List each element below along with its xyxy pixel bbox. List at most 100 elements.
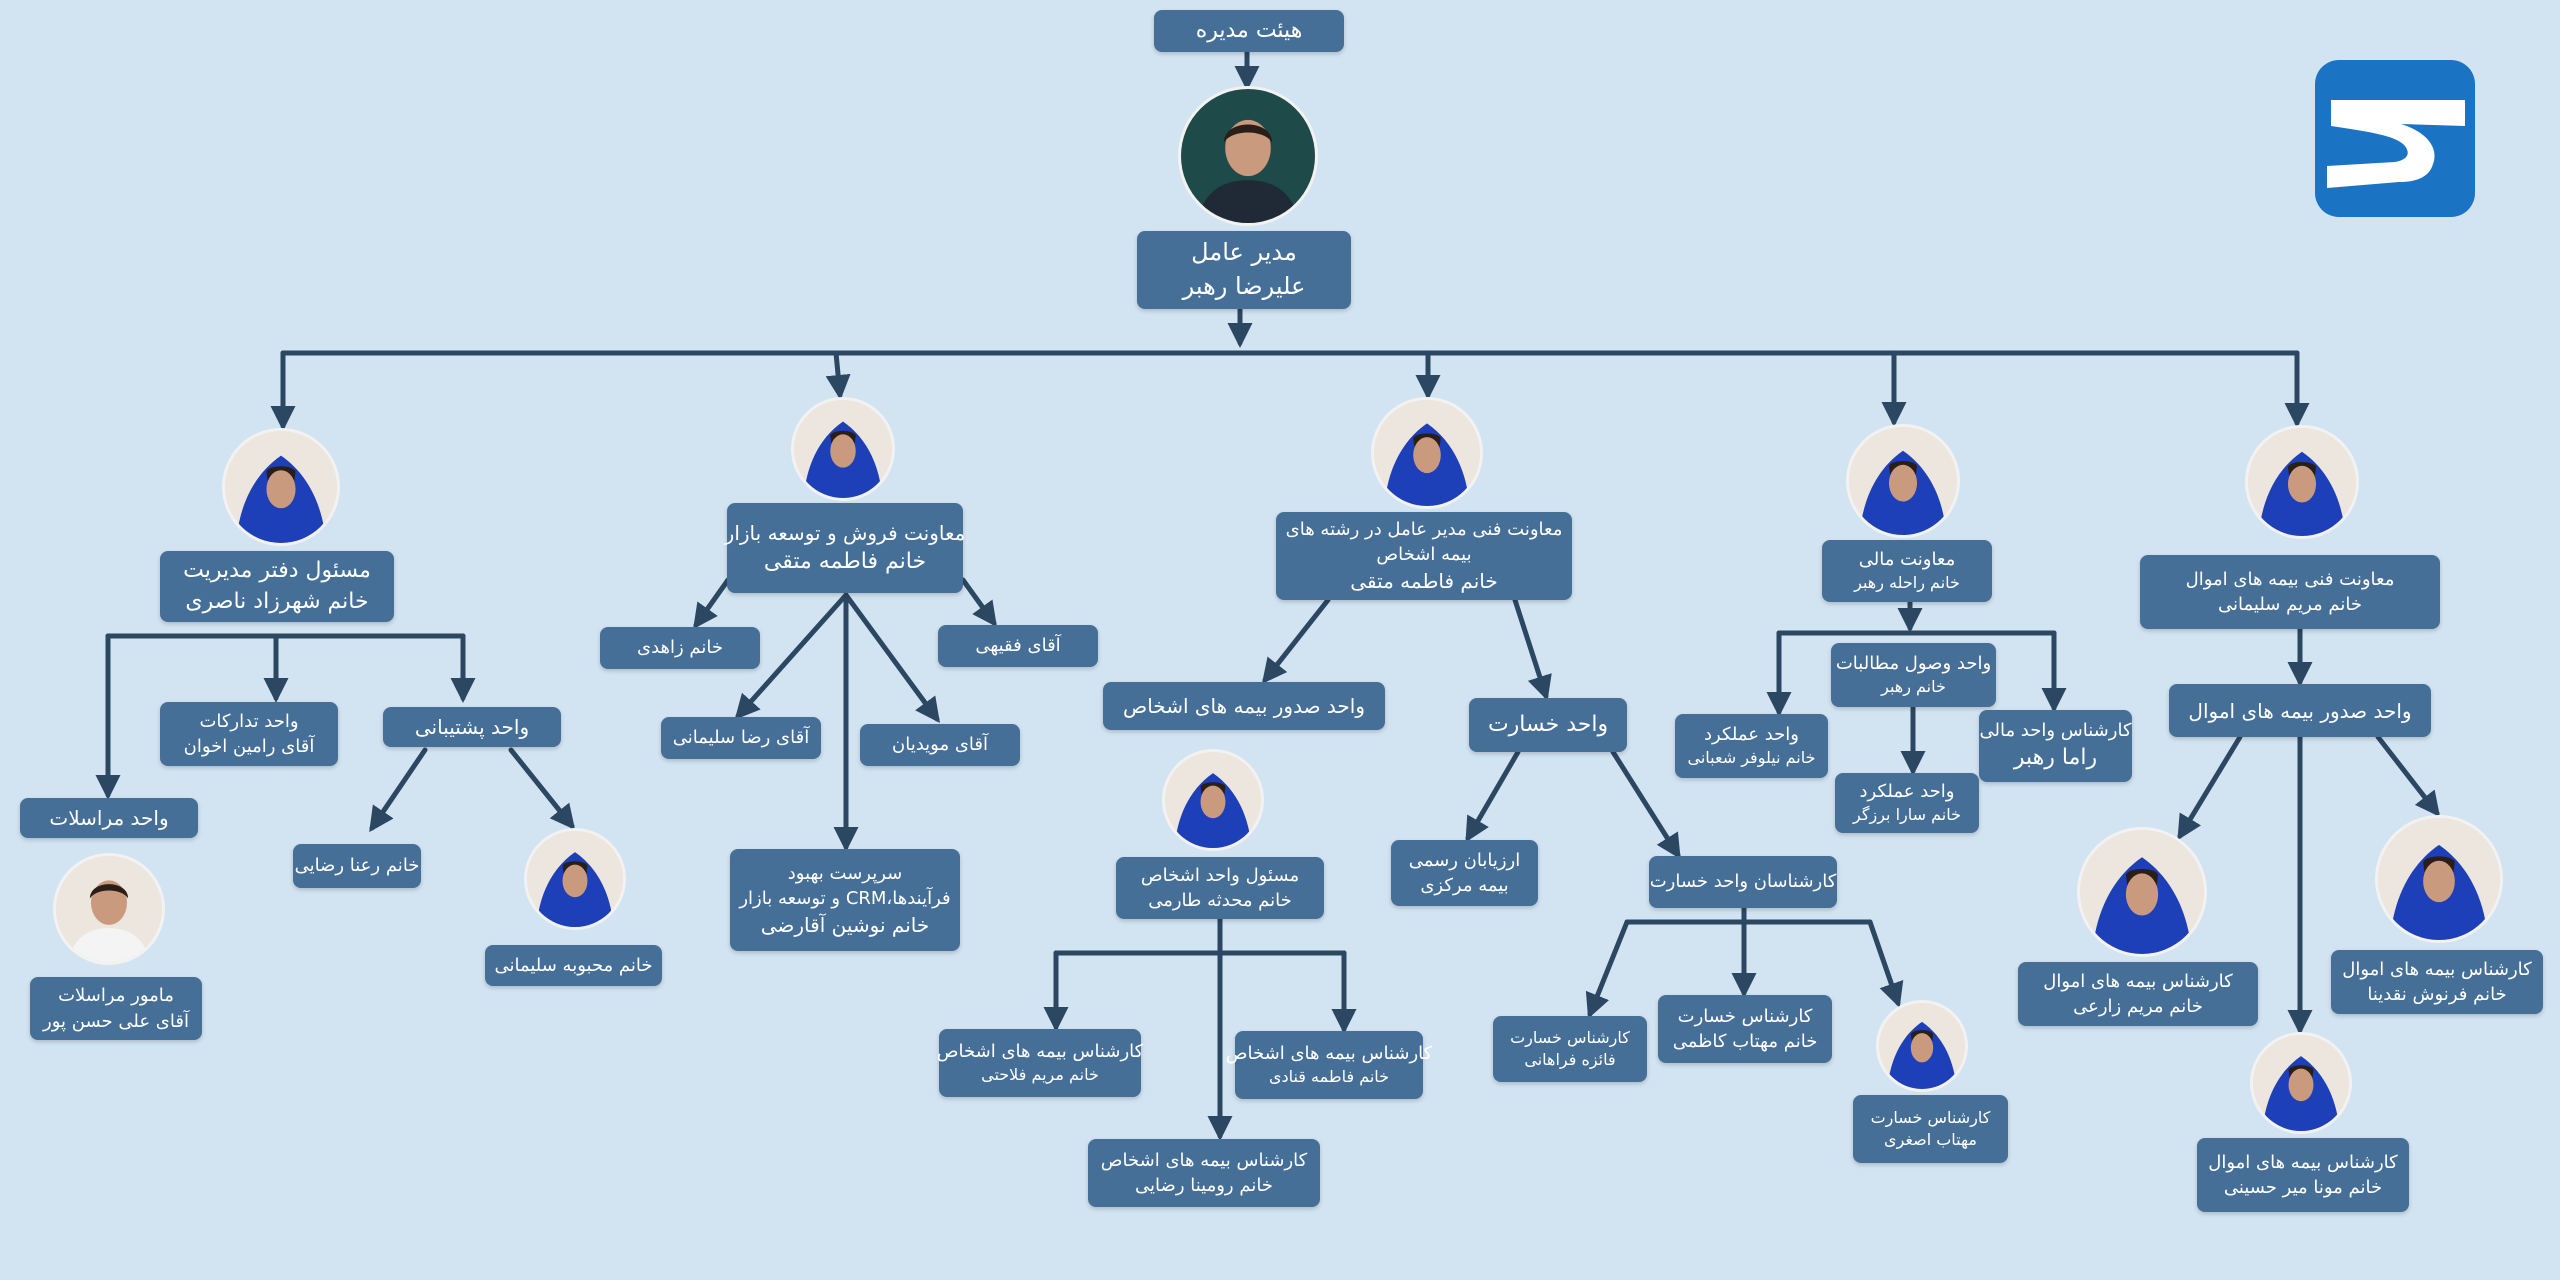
sales-staff-moayedian-name: آقای مویدیان xyxy=(892,734,989,756)
correspondence-officer-title: مامور مراسلات xyxy=(58,985,174,1007)
claim-expert3-name: مهتاب اصغری xyxy=(1884,1130,1977,1149)
connector-property-to-expert1 xyxy=(2177,734,2243,841)
claim-expert1-name: فائزه فراهانی xyxy=(1524,1050,1616,1069)
finance-expert-title: کارشناس واحد مالی xyxy=(1979,720,2132,741)
connector-support-to-person2 xyxy=(508,747,576,830)
correspondence-unit-box: واحد مراسلات xyxy=(20,798,198,838)
life-expert1-title: کارشناس بیمه های اشخاص xyxy=(936,1041,1144,1063)
property-expert2-name: خانم فرنوش نقدینا xyxy=(2367,984,2507,1005)
property-expert3-title: کارشناس بیمه های اموال xyxy=(2208,1151,2398,1173)
connector-property-to-expert2 xyxy=(2375,734,2441,817)
portrait-icon xyxy=(2378,818,2500,940)
life-expert2-title: کارشناس بیمه های اشخاص xyxy=(1225,1043,1433,1065)
office-manager-box: مسئول دفتر مدیریت خانم شهرزاد ناصری xyxy=(160,551,394,622)
life-issuance-unit-title: واحد صدور بیمه های اشخاص xyxy=(1123,694,1365,718)
connector-life-to-claims xyxy=(1512,597,1552,701)
finance-expert-box: کارشناس واحد مالی راما رهبر xyxy=(1979,710,2132,782)
property-deputy-photo xyxy=(2245,425,2359,539)
life-deputy-name: خانم فاطمه متقی xyxy=(1350,569,1498,594)
ceo-photo xyxy=(1178,86,1318,226)
claim-expert2-title: کارشناس خسارت xyxy=(1677,1005,1813,1027)
portrait-icon xyxy=(225,431,337,543)
finance-deputy-title: معاونت مالی xyxy=(1858,549,1956,571)
performance-unit1-name: خانم نیلوفر شعبانی xyxy=(1687,748,1816,768)
property-deputy-name: خانم مریم سلیمانی xyxy=(2218,594,2362,615)
life-unit-head-photo xyxy=(1162,749,1264,851)
connector-life-to-issuance xyxy=(1261,597,1331,684)
connector-claims-bus-right xyxy=(1867,919,1904,1008)
crm-supervisor-title-line1: سرپرست بهبود xyxy=(787,862,903,884)
life-deputy-box: معاونت فنی مدیر عامل در رشته های بیمه اش… xyxy=(1276,512,1572,600)
office-manager-title: مسئول دفتر مدیریت xyxy=(183,557,371,583)
sales-staff-zahedi-name: خانم زاهدی xyxy=(636,637,724,659)
portrait-icon xyxy=(2248,428,2356,536)
claim-expert1-title: کارشناس خسارت xyxy=(1510,1027,1630,1047)
connector-support-to-person1 xyxy=(369,747,428,833)
connector-claims-to-assessors xyxy=(1465,749,1521,843)
life-expert2-name: خانم فاطمه قنادی xyxy=(1268,1067,1390,1087)
official-assessors-line2: بیمه مرکزی xyxy=(1420,875,1509,896)
official-assessors-line1: ارزیابان رسمی xyxy=(1408,849,1521,871)
connector-sales-to-faghihi xyxy=(960,577,997,628)
property-deputy-box: معاونت فنی بیمه های اموال خانم مریم سلیم… xyxy=(2140,555,2440,629)
life-expert3-title: کارشناس بیمه های اشخاص xyxy=(1100,1149,1308,1171)
claims-experts-box: کارشناسان واحد خسارت xyxy=(1649,856,1837,908)
claim-expert3-box: کارشناس خسارت مهتاب اصغری xyxy=(1853,1095,2008,1163)
portrait-icon xyxy=(2253,1035,2349,1131)
performance-unit2-box: واحد عملکرد خانم سارا برزگر xyxy=(1835,773,1979,833)
life-expert1-box: کارشناس بیمه های اشخاص خانم مریم فلاحتی xyxy=(936,1029,1144,1097)
portrait-icon xyxy=(1181,89,1315,223)
portrait-icon xyxy=(1879,1003,1965,1089)
sales-deputy-box: معاونت فروش و توسعه بازار خانم فاطمه متق… xyxy=(724,503,966,593)
finance-expert-name: راما رهبر xyxy=(2013,745,2098,771)
performance-unit2-name: خانم سارا برزگر xyxy=(1853,805,1961,825)
performance-unit1-box: واحد عملکرد خانم نیلوفر شعبانی xyxy=(1675,714,1828,778)
property-expert3-box: کارشناس بیمه های اموال خانم مونا میر حسی… xyxy=(2197,1138,2409,1212)
portrait-icon xyxy=(2080,830,2204,954)
connector-sales-to-zahedi xyxy=(693,577,731,630)
performance-unit2-title: واحد عملکرد xyxy=(1859,781,1955,803)
collections-unit-name: خانم رهبر xyxy=(1881,677,1946,697)
claims-unit-box: واحد خسارت xyxy=(1469,698,1627,752)
sales-staff-soleimani-box: آقای رضا سلیمانی xyxy=(661,717,821,759)
claim-expert2-box: کارشناس خسارت خانم مهتاب کاظمی xyxy=(1658,995,1832,1063)
portrait-icon xyxy=(56,856,162,962)
sales-staff-soleimani-name: آقای رضا سلیمانی xyxy=(672,727,810,749)
support-unit-title: واحد پشتیبانی xyxy=(414,715,530,739)
board-of-directors-box: هیئت مدیره xyxy=(1154,10,1344,52)
claim-expert3-photo xyxy=(1876,1000,1968,1092)
sales-deputy-photo xyxy=(791,397,895,501)
support-person1-box: خانم رعنا رضایی xyxy=(293,844,421,888)
sales-deputy-title: معاونت فروش و توسعه بازار xyxy=(724,520,966,545)
office-manager-name: خانم شهرزاد ناصری xyxy=(185,588,369,614)
life-deputy-title-line2: بیمه اشخاص xyxy=(1376,544,1472,565)
performance-unit1-title: واحد عملکرد xyxy=(1704,724,1799,746)
crm-supervisor-name: خانم نوشین آقارضی xyxy=(760,913,930,938)
portrait-icon xyxy=(527,831,623,927)
property-expert1-photo xyxy=(2077,827,2207,957)
support-person1-name: خانم رعنا رضایی xyxy=(294,855,420,877)
connector-claims-to-experts xyxy=(1610,749,1681,860)
correspondence-officer-name: آقای علی حسن پور xyxy=(43,1010,189,1032)
support-unit-box: واحد پشتیبانی xyxy=(383,707,561,747)
ceo-title: مدیر عامل xyxy=(1191,238,1297,267)
office-manager-photo xyxy=(222,428,340,546)
procurement-name: آقای رامین اخوان xyxy=(183,736,315,757)
property-deputy-title: معاونت فنی بیمه های اموال xyxy=(2185,568,2395,590)
property-expert1-box: کارشناس بیمه های اموال خانم مریم زارعی xyxy=(2018,962,2258,1026)
property-expert3-name: خانم مونا میر حسینی xyxy=(2223,1177,2383,1198)
life-expert3-box: کارشناس بیمه های اشخاص خانم رومینا رضایی xyxy=(1088,1139,1320,1207)
life-unit-head-box: مسئول واحد اشخاص خانم محدثه طارمی xyxy=(1116,857,1324,919)
collections-unit-title: واحد وصول مطالبات xyxy=(1835,653,1992,675)
board-title: هیئت مدیره xyxy=(1195,17,1303,43)
property-expert2-title: کارشناس بیمه های اموال xyxy=(2342,958,2532,980)
claim-expert1-box: کارشناس خسارت فائزه فراهانی xyxy=(1493,1016,1647,1082)
sales-staff-faghihi-name: آقای فقیهی xyxy=(975,635,1061,657)
official-assessors-box: ارزیابان رسمی بیمه مرکزی xyxy=(1391,840,1538,906)
property-issuance-unit-title: واحد صدور بیمه های اموال xyxy=(2188,698,2412,723)
connector-claims-bus-left xyxy=(1585,919,1630,1019)
crm-supervisor-box: سرپرست بهبود فرآیندها،CRM و توسعه بازار … xyxy=(730,849,960,951)
life-expert2-box: کارشناس بیمه های اشخاص خانم فاطمه قنادی xyxy=(1226,1031,1432,1099)
life-deputy-title-line1: معاونت فنی مدیر عامل در رشته های xyxy=(1285,518,1563,540)
